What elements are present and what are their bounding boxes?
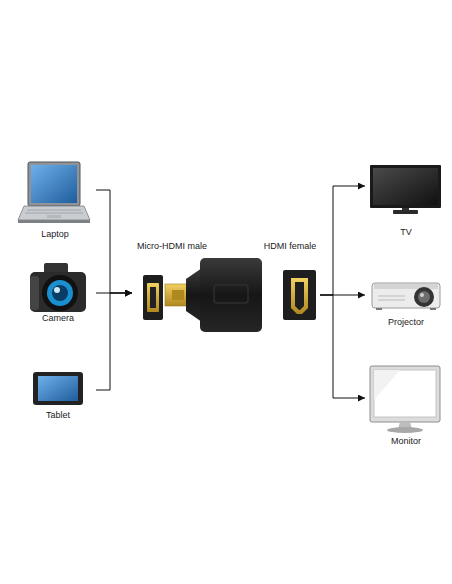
node-label: Camera <box>41 313 75 324</box>
connector-arrow <box>320 186 365 295</box>
connector-arrow <box>96 190 132 293</box>
device-node: Tablet <box>20 368 96 421</box>
connector-node: Micro-HDMI male <box>132 241 212 324</box>
projector-icon <box>372 283 440 310</box>
device-node: Laptop <box>14 158 96 240</box>
node-label: Projector <box>387 317 425 328</box>
connector-node: HDMI female <box>260 241 320 324</box>
tv-icon <box>370 165 441 214</box>
connector-arrow <box>96 293 132 390</box>
node-label: Micro-HDMI male <box>136 241 208 252</box>
adapter-body <box>165 258 262 332</box>
connector-arrow <box>320 295 365 398</box>
camera-icon <box>30 263 86 312</box>
display-node: TV <box>365 160 447 238</box>
tablet-icon <box>33 372 83 405</box>
display-node: Projector <box>365 272 447 328</box>
display-node: Monitor <box>365 360 447 447</box>
device-node: Camera <box>20 258 96 324</box>
node-label: Laptop <box>40 229 70 240</box>
node-label: Tablet <box>45 410 71 421</box>
micro-hdmi-plug-icon <box>143 275 163 320</box>
laptop-icon <box>18 162 90 223</box>
node-label: HDMI female <box>263 241 318 252</box>
monitor-icon <box>370 366 440 433</box>
hdmi-female-port-icon <box>283 270 316 320</box>
node-label: TV <box>399 227 413 238</box>
node-label: Monitor <box>390 436 422 447</box>
